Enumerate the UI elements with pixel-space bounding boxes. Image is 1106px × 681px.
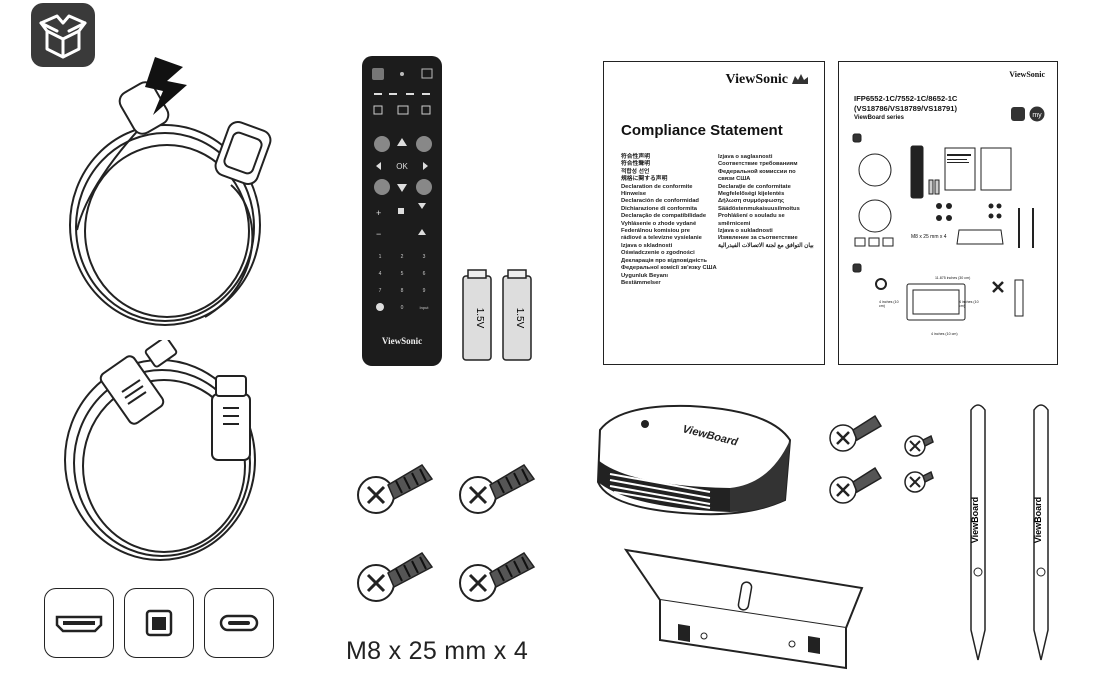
compliance-line: Vyhlásenie o zhode vydané: [621, 220, 697, 227]
model-line-2: (VS18786/VS18789/VS18791): [854, 104, 958, 113]
hdmi-port-icon: [44, 588, 114, 658]
compliance-line: Declaration de conformite: [621, 183, 693, 190]
svg-text:my: my: [1032, 112, 1042, 119]
svg-text:5: 5: [401, 271, 404, 277]
compliance-line: Соответствие требованиям: [718, 161, 798, 168]
compliance-line: Federálnou komisiou pre: [621, 228, 690, 235]
compliance-title: Compliance Statement: [621, 122, 783, 139]
model-numbers: IFP6552-1C/7552-1C/8652-1C (VS18786/VS18…: [854, 94, 957, 114]
power-cord: [55, 55, 285, 335]
svg-text:2: 2: [401, 254, 404, 260]
compliance-line: rádiové a televízne vysielanie: [621, 235, 702, 242]
compliance-line: 符合性聲明: [621, 161, 650, 168]
compliance-line: Декларація про відповідність: [621, 257, 707, 264]
compliance-line: Dichiarazione di conformita: [621, 205, 698, 212]
compliance-line: Hinweise: [621, 191, 647, 198]
hdmi-cable: [50, 340, 280, 580]
usb-c-port-icon: [204, 588, 274, 658]
lightning-icon: [145, 57, 187, 115]
compliance-line: Megfelelőségi kijelentés: [718, 191, 785, 198]
compliance-line: Izjava o skladnosti: [621, 242, 673, 249]
compliance-line: Säädöstenmukaisuusilmoitus: [718, 205, 800, 212]
pen-left-label: ViewBoard: [970, 497, 980, 543]
compliance-line: Izjava o sukladnosti: [718, 228, 773, 235]
pen-right-label: ViewBoard: [1033, 497, 1043, 543]
compliance-line: Изявление за съответствие: [718, 235, 798, 242]
compliance-line: Федеральной комиссии по: [718, 168, 796, 175]
battery-left-label: 1.5V: [474, 308, 485, 329]
small-screws: [825, 410, 945, 520]
compliance-line: Izjava o saglasnosti: [718, 154, 773, 160]
compliance-line: Declarație de conformitate: [718, 183, 791, 190]
compliance-line: 規格に関する声明: [621, 176, 668, 183]
compliance-line: Prohlášení o souladu se: [718, 213, 785, 220]
battery-left: 1.5V: [462, 268, 492, 362]
stylus-pen-right: ViewBoard: [1026, 400, 1056, 662]
svg-text:0: 0: [401, 305, 404, 311]
doc2-dim-right: 4 inches (10 cm): [959, 300, 979, 308]
battery-right: 1.5V: [502, 268, 532, 362]
svg-text:9: 9: [423, 288, 426, 294]
hub-box: ViewBoard: [590, 400, 800, 520]
model-line-1: IFP6552-1C/7552-1C/8652-1C: [854, 94, 958, 103]
remote-brand: ViewSonic: [382, 336, 422, 346]
compliance-line: 적합성 선언: [621, 168, 650, 175]
compliance-line: Δήλωση συμμόρφωσης: [718, 198, 784, 205]
mounting-bracket: [620, 540, 880, 670]
screws-m8: [352, 455, 552, 625]
series-name: ViewBoard series: [854, 115, 904, 121]
doc2-dim-left: 4 inches (10 cm): [879, 300, 899, 308]
doc2-dim-top: 11.875 inches (30 cm): [935, 276, 971, 280]
svg-text:8: 8: [401, 288, 404, 294]
compliance-line: Oświadczenie o zgodności: [621, 250, 695, 257]
svg-text:+: +: [376, 208, 381, 218]
compliance-line: směrnicemi: [718, 220, 751, 227]
compliance-line: Федеральної комісії зв'язку США: [621, 265, 717, 272]
compliance-line: 符合性声明: [621, 154, 650, 160]
usb-b-port-icon: [124, 588, 194, 658]
birds-logo-icon: [790, 70, 810, 86]
stylus-pen-left: ViewBoard: [963, 400, 993, 662]
compliance-statement-doc: ViewSonic Compliance Statement 符合性声明符合性聲…: [603, 61, 825, 365]
remote-control: OK + − 1 2 3 4 5 6 7 8 9 0 Input ViewSonic: [362, 56, 442, 366]
svg-text:3: 3: [423, 254, 426, 260]
svg-text:4: 4: [379, 271, 382, 277]
doc2-screw-caption: M8 x 25 mm x 4: [911, 234, 947, 240]
remote-input-label: Input: [420, 305, 430, 310]
compliance-line: Declaração de compatibilidade: [621, 213, 707, 220]
compliance-line: Uygunluk Beyanı: [621, 272, 669, 279]
doc2-dim-bottom: 4 inches (10 cm): [931, 332, 958, 336]
svg-text:6: 6: [423, 271, 426, 277]
doc-brand: ViewSonic: [725, 72, 788, 87]
battery-right-label: 1.5V: [514, 308, 525, 329]
compliance-line: بيان التوافق مع لجنة الاتصالات الفيدرالي…: [718, 242, 814, 249]
quick-start-doc: ViewSonic IFP6552-1C/7552-1C/8652-1C (VS…: [838, 61, 1058, 365]
remote-ok-label: OK: [396, 162, 408, 171]
svg-text:−: −: [376, 229, 381, 239]
screws-caption: M8 x 25 mm x 4: [346, 637, 529, 665]
doc2-brand: ViewSonic: [1009, 70, 1045, 79]
compliance-line: Bestämmelser: [621, 279, 661, 286]
package-box-icon: [31, 3, 95, 67]
doc2-logos: my: [1011, 106, 1047, 122]
compliance-line: связи США: [718, 176, 751, 183]
svg-text:1: 1: [379, 254, 382, 260]
svg-text:7: 7: [379, 288, 382, 294]
compliance-line: Declaración de conformidad: [621, 198, 699, 205]
